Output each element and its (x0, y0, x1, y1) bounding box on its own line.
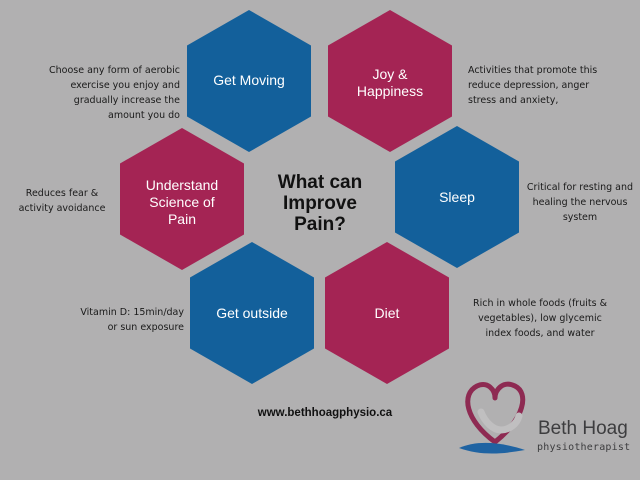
website-link[interactable]: www.bethhoagphysio.ca (257, 407, 393, 419)
hex-label-joy-happiness: Joy & Happiness (356, 65, 424, 99)
hex-label-get-moving: Get Moving (213, 71, 285, 88)
heart-logo-icon (459, 381, 526, 454)
description-get-outside: Vitamin D: 15min/day or sun exposure (80, 307, 184, 333)
description-sleep: Critical for resting and healing the ner… (526, 182, 634, 223)
hex-label-diet: Diet (374, 304, 400, 321)
hexagon-get-outside (190, 242, 314, 384)
center-title: What can Improve Pain? (277, 172, 363, 235)
description-diet: Rich in whole foods (fruits & vegetables… (473, 298, 607, 339)
description-joy-happiness: Activities that promote this reduce depr… (468, 65, 598, 106)
description-understand-pain: Reduces fear & activity avoidance (18, 188, 106, 214)
description-get-moving: Choose any form of aerobic exercise you … (49, 65, 180, 121)
hex-label-get-outside: Get outside (216, 304, 288, 321)
hex-label-sleep: Sleep (439, 188, 475, 205)
hexagon-diet (325, 242, 449, 384)
logo-subtitle: physiotherapist (537, 442, 631, 453)
logo-name: Beth Hoag (538, 418, 628, 439)
hex-label-understand-pain: Understand Science of Pain (145, 176, 219, 227)
hexagon-understand-pain (120, 128, 244, 270)
hexagon-joy-happiness (328, 10, 452, 152)
hexagon-sleep (395, 126, 519, 268)
hexagon-get-moving (187, 10, 311, 152)
